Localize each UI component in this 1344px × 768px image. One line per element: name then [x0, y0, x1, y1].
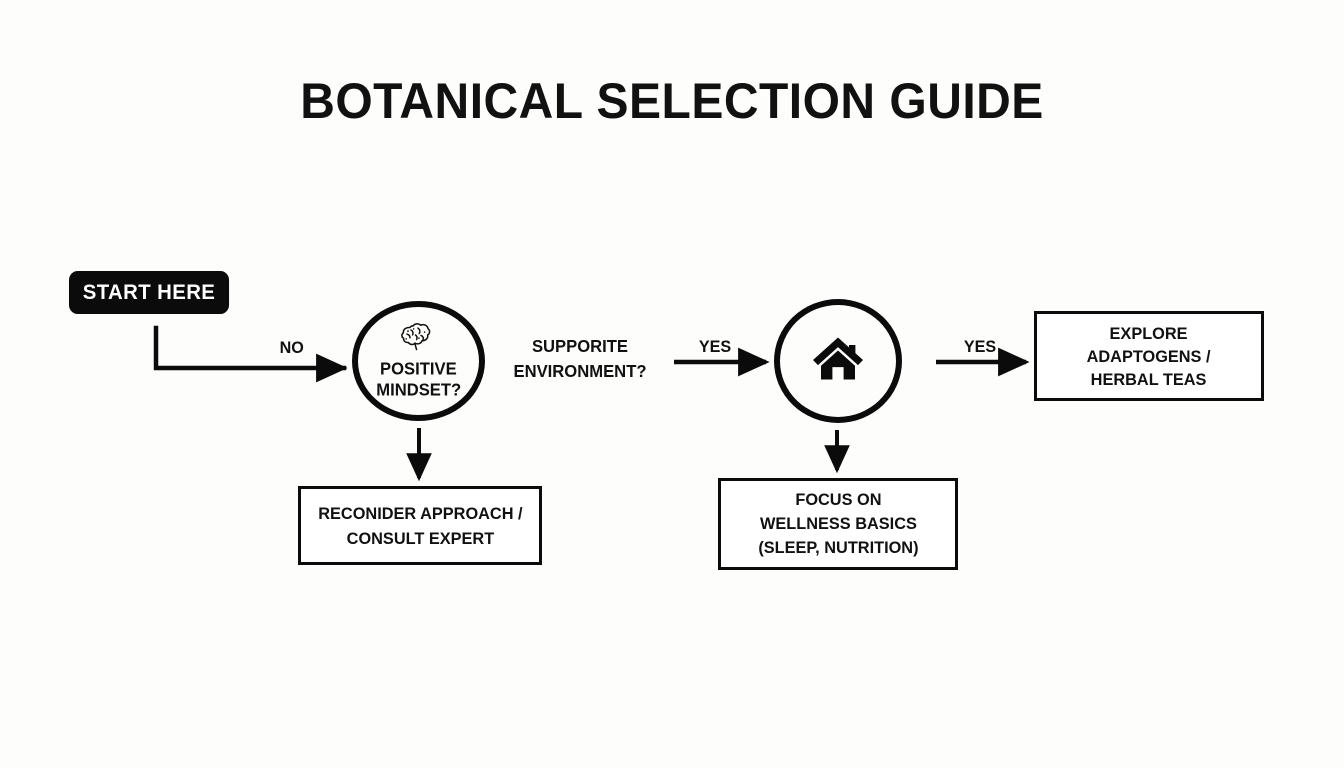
reconsider-line-1: RECONIDER APPROACH / [317, 503, 523, 523]
supportive-line-1: SUPPORITE [531, 336, 629, 356]
node-content [763, 334, 913, 389]
node-label-line-2: MINDSET? [376, 379, 461, 400]
node-content: POSITIVE MINDSET? [344, 322, 494, 401]
node-home[interactable] [774, 299, 902, 423]
explore-line-3: HERBAL TEAS [1091, 369, 1207, 389]
edge-start-to-mindset [153, 325, 348, 383]
node-positive-mindset[interactable]: POSITIVE MINDSET? [352, 301, 485, 421]
explore-line-2: ADAPTOGENS / [1087, 346, 1211, 366]
focus-line-2: WELLNESS BASICS [759, 514, 917, 533]
edge-label-yes-2: YES [963, 337, 997, 356]
edge-label-supportive-environment: SUPPORITE ENVIRONMENT? [501, 334, 659, 384]
brain-icon [399, 322, 439, 357]
focus-line-3: (SLEEP, NUTRITION) [757, 538, 919, 557]
explore-line-1: EXPLORE [1110, 323, 1188, 343]
node-label-line-1: POSITIVE [380, 358, 457, 379]
page-title: BOTANICAL SELECTION GUIDE [300, 73, 1044, 129]
start-here-badge[interactable]: START HERE [69, 271, 230, 314]
edge-label-no: NO [279, 338, 304, 357]
home-icon [811, 334, 865, 389]
supportive-line-2: ENVIRONMENT? [513, 361, 647, 381]
reconsider-line-2: CONSULT EXPERT [346, 528, 494, 548]
focus-line-1: FOCUS ON [794, 490, 882, 509]
box-explore-adaptogens[interactable]: EXPLORE ADAPTOGENS / HERBAL TEAS [1034, 311, 1264, 401]
edge-label-yes-1: YES [698, 337, 732, 356]
box-reconsider-approach[interactable]: RECONIDER APPROACH / CONSULT EXPERT [298, 486, 542, 565]
box-focus-wellness-basics[interactable]: FOCUS ON WELLNESS BASICS (SLEEP, NUTRITI… [718, 478, 958, 570]
